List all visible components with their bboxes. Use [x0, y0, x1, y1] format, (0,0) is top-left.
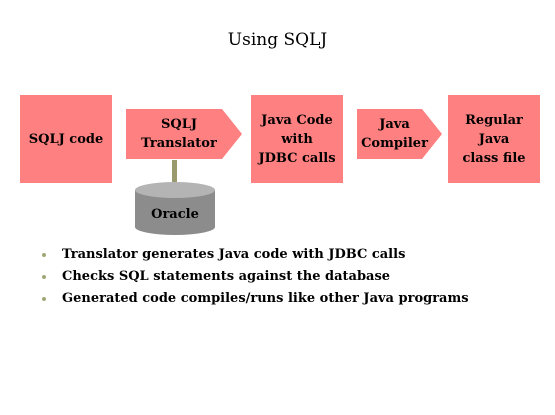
bullet-item: Generated code compiles/runs like other …: [40, 288, 469, 310]
box-java-code: [251, 95, 343, 183]
box-label-java-compiler: Java Compiler: [361, 117, 428, 151]
box-label-class-file: Regular Java class file: [462, 112, 526, 166]
box-sqlj-code: [20, 95, 112, 183]
bullet-list: Translator generates Java code with JDBC…: [40, 244, 469, 310]
box-label-sqlj-translator: SQLJ Translator: [141, 117, 217, 151]
box-java-compiler: [357, 109, 442, 159]
slide-title: Using SQLJ: [227, 30, 328, 50]
bullet-dot-icon: [42, 297, 46, 301]
box-class-file: [448, 95, 540, 183]
bullet-item: Checks SQL statements against the databa…: [40, 266, 469, 288]
translator-db-connector: [172, 160, 177, 182]
box-label-sqlj-code: SQLJ code: [28, 131, 104, 147]
bullet-text: Translator generates Java code with JDBC…: [62, 247, 406, 262]
oracle-database-cylinder: [135, 182, 215, 235]
database-label: Oracle: [151, 206, 199, 222]
box-sqlj-translator: [126, 109, 242, 159]
bullet-text: Generated code compiles/runs like other …: [62, 291, 469, 306]
bullet-dot-icon: [42, 253, 46, 257]
box-label-java-code: Java Code with JDBC calls: [258, 112, 336, 166]
bullet-item: Translator generates Java code with JDBC…: [40, 244, 469, 266]
bullet-dot-icon: [42, 275, 46, 279]
bullet-text: Checks SQL statements against the databa…: [62, 269, 391, 284]
